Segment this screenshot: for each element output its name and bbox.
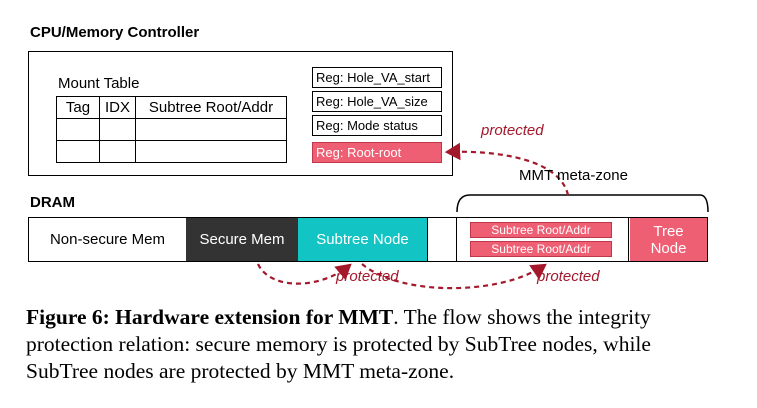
caption-text: . The flow shows the integrity protectio… xyxy=(26,305,651,383)
reg-hole-va-start: Reg: Hole_VA_start xyxy=(312,67,442,88)
caption-label: Figure 6: Hardware extension for MMT xyxy=(26,305,394,329)
reg-root-root: Reg: Root-root xyxy=(312,142,442,163)
arrow-meta-to-root xyxy=(444,142,570,196)
segment-tree-node: Tree Node xyxy=(630,218,707,261)
meta-zone-brace xyxy=(456,194,709,213)
mount-table: Tag IDX Subtree Root/Addr xyxy=(56,96,287,163)
figure-caption: Figure 6: Hardware extension for MMT. Th… xyxy=(26,304,716,385)
segment-meta-zone xyxy=(457,218,629,261)
mount-table-header: Tag IDX Subtree Root/Addr xyxy=(56,96,287,119)
subtree-root-entry: Subtree Root/Addr xyxy=(470,241,612,257)
segment-subtree-node: Subtree Node xyxy=(298,218,427,261)
subtree-root-entry: Subtree Root/Addr xyxy=(470,222,612,238)
segment-non-secure: Non-secure Mem xyxy=(49,231,166,248)
segment-secure-mem: Secure Mem xyxy=(186,218,298,261)
cpu-controller-title: CPU/Memory Controller xyxy=(30,24,200,41)
mount-table-row xyxy=(56,118,287,141)
reg-hole-va-size: Reg: Hole_VA_size xyxy=(312,91,442,112)
reg-mode-status: Reg: Mode status xyxy=(312,115,442,136)
segment-gap xyxy=(427,218,457,261)
mount-table-title: Mount Table xyxy=(58,75,140,92)
arrow-secure-to-subtree xyxy=(257,263,352,285)
controller-box xyxy=(28,51,453,176)
protected-label-secure: protected xyxy=(336,268,399,285)
protected-label-subtree: protected xyxy=(537,268,600,285)
dram-bar xyxy=(28,217,708,262)
mmt-meta-zone-label: MMT meta-zone xyxy=(519,167,628,184)
protected-label-root: protected xyxy=(481,122,544,139)
mount-table-row xyxy=(56,140,287,163)
arrow-subtree-to-meta xyxy=(361,263,547,290)
dram-title: DRAM xyxy=(30,194,75,211)
